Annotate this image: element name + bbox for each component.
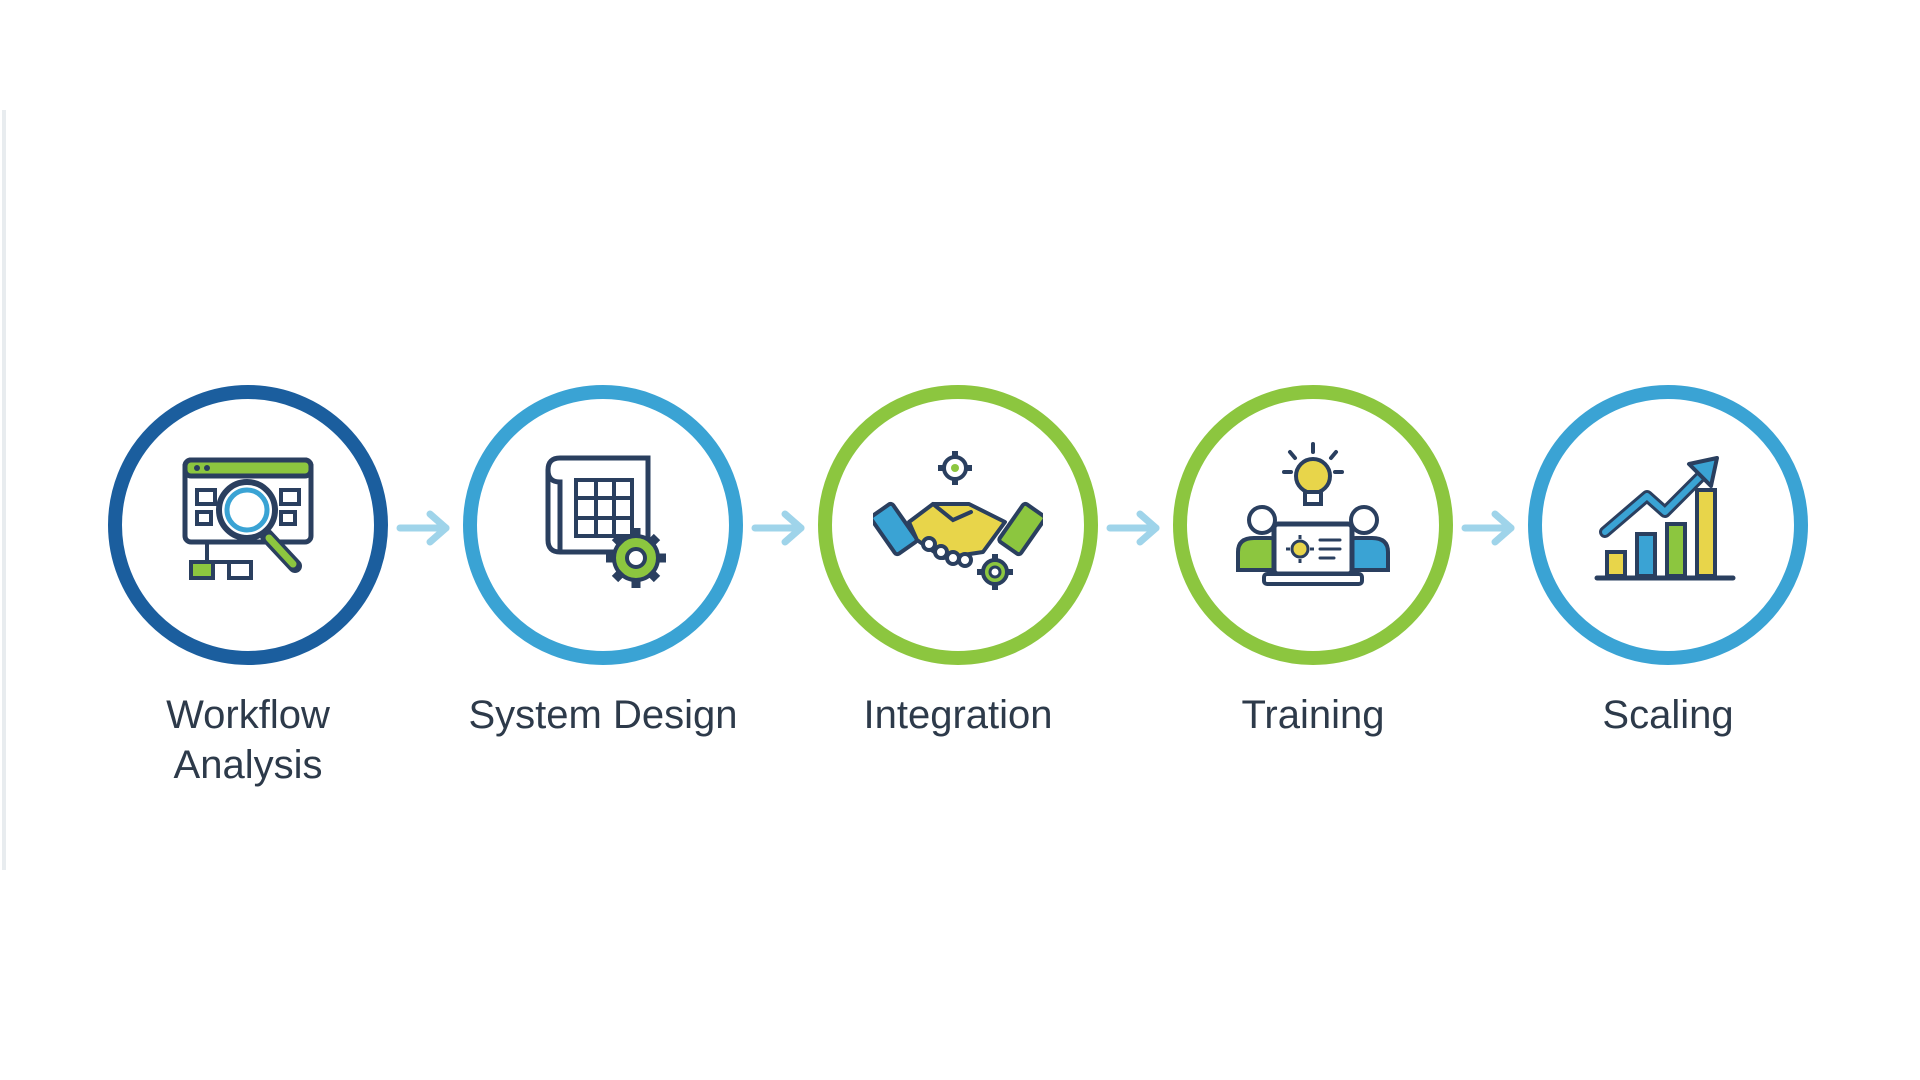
left-edge-line xyxy=(2,110,6,870)
arrow-right-icon xyxy=(1106,510,1160,546)
step-label: Workflow Analysis xyxy=(166,693,330,787)
step-training: Training xyxy=(1173,385,1453,785)
step-ring xyxy=(463,385,743,665)
step-label: Training xyxy=(1241,693,1385,737)
blueprint-gear-icon xyxy=(545,455,666,588)
step-ring xyxy=(1528,385,1808,665)
growth-chart-icon xyxy=(1594,456,1736,581)
step-integration: Integration xyxy=(818,385,1098,785)
step-workflow-analysis: Workflow Analysis xyxy=(108,385,388,787)
step-scaling: Scaling xyxy=(1528,385,1808,785)
arrow-right-icon xyxy=(751,510,805,546)
step-ring xyxy=(1173,385,1453,665)
arrow-right-icon xyxy=(1461,510,1515,546)
handshake-icon xyxy=(873,451,1043,590)
step-label: System Design xyxy=(468,693,738,737)
step-label: Scaling xyxy=(1602,693,1734,737)
training-lightbulb-icon xyxy=(1236,442,1390,586)
step-ring xyxy=(818,385,1098,665)
step-system-design: System Design xyxy=(463,385,743,785)
step-label: Integration xyxy=(863,693,1053,737)
workflow-analysis-icon xyxy=(182,457,314,580)
step-ring xyxy=(108,385,388,665)
arrow-right-icon xyxy=(396,510,450,546)
